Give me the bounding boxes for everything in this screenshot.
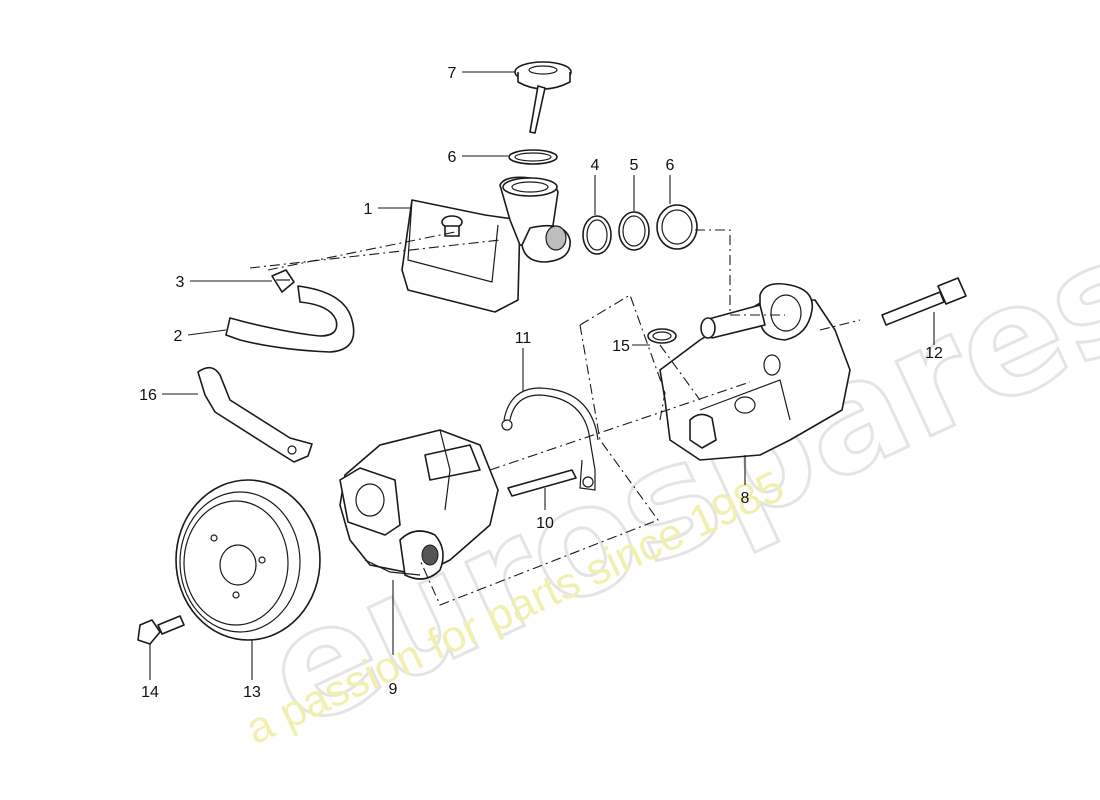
pulley-part[interactable] bbox=[175, 479, 321, 641]
callout-4[interactable]: 4 bbox=[591, 157, 600, 174]
callout-2[interactable]: 2 bbox=[174, 328, 183, 345]
o-ring-6-part[interactable] bbox=[656, 204, 698, 250]
callout-11[interactable]: 11 bbox=[515, 330, 532, 347]
callout-6-right[interactable]: 6 bbox=[666, 157, 675, 174]
callout-9[interactable]: 9 bbox=[389, 681, 398, 698]
assembly-lines bbox=[249, 229, 861, 606]
pipe-bracket-part[interactable] bbox=[501, 387, 599, 491]
callout-15[interactable]: 15 bbox=[612, 338, 630, 355]
leader-lines bbox=[149, 71, 935, 680]
callout-7[interactable]: 7 bbox=[448, 65, 457, 82]
pump-housing-part[interactable] bbox=[659, 282, 851, 461]
callout-3[interactable]: 3 bbox=[176, 274, 185, 291]
reservoir-cap-part[interactable] bbox=[514, 61, 572, 134]
callout-8[interactable]: 8 bbox=[741, 490, 750, 507]
callout-12[interactable]: 12 bbox=[925, 345, 943, 362]
callout-10[interactable]: 10 bbox=[536, 515, 554, 532]
pin-part[interactable] bbox=[507, 469, 577, 497]
hose-clamp-part[interactable] bbox=[271, 269, 295, 293]
o-ring-top-part[interactable] bbox=[508, 149, 558, 165]
callout-1[interactable]: 1 bbox=[364, 201, 373, 218]
o-ring-4-part[interactable] bbox=[582, 215, 612, 255]
callout-6-top[interactable]: 6 bbox=[448, 149, 457, 166]
reservoir-part[interactable] bbox=[401, 176, 571, 313]
o-ring-5-part[interactable] bbox=[618, 211, 650, 251]
hose-part[interactable] bbox=[225, 285, 355, 353]
seal-ring-part[interactable] bbox=[647, 328, 677, 344]
callout-14[interactable]: 14 bbox=[141, 684, 159, 701]
bracket-part[interactable] bbox=[197, 366, 313, 463]
callout-13[interactable]: 13 bbox=[243, 684, 261, 701]
power-steering-pump-part[interactable] bbox=[339, 429, 499, 580]
callout-16[interactable]: 16 bbox=[139, 387, 157, 404]
bolt-part[interactable] bbox=[881, 277, 967, 326]
pulley-bolt-part[interactable] bbox=[137, 615, 185, 645]
callout-5[interactable]: 5 bbox=[630, 157, 639, 174]
callouts: 7 6 1 4 5 6 3 2 16 11 15 10 8 12 9 13 14 bbox=[139, 65, 943, 701]
